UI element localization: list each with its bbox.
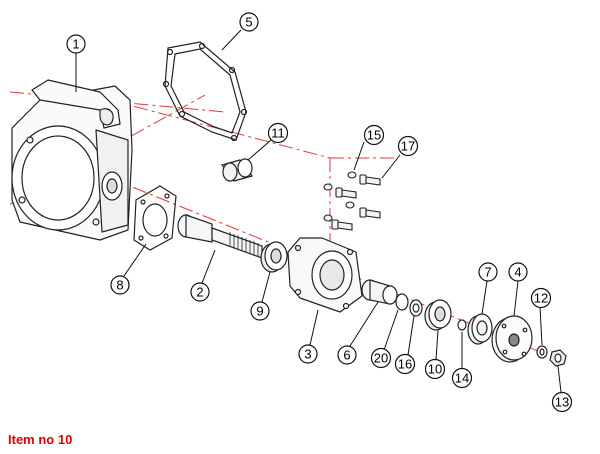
parts-20-16-spacers: [395, 293, 423, 317]
part-5-cover-gasket: [162, 41, 248, 142]
balloon-label: 20: [374, 351, 388, 366]
balloon-4: 4: [508, 262, 528, 282]
balloon-label: 1: [72, 37, 79, 52]
balloon-label: 7: [484, 265, 491, 280]
part-4-end-cap: [491, 315, 533, 363]
leader-lines: [75, 29, 562, 393]
balloon-label: 4: [514, 265, 521, 280]
balloon-label: 3: [304, 347, 311, 362]
part-10-bearing: [424, 299, 452, 331]
balloon-9: 9: [250, 301, 270, 321]
balloon-13: 13: [551, 391, 573, 413]
balloon-label: 5: [245, 15, 252, 30]
balloon-label: 2: [196, 285, 203, 300]
balloon-label: 12: [534, 291, 548, 306]
parts-12-13-washer-nut: [536, 345, 567, 367]
balloon-10: 10: [424, 358, 446, 380]
balloon-label: 16: [398, 357, 412, 372]
part-2-shaft: [177, 214, 263, 259]
balloon-7: 7: [478, 262, 498, 282]
balloon-11: 11: [267, 122, 289, 144]
item-caption: Item no 10: [8, 432, 73, 447]
balloon-20: 20: [370, 347, 392, 369]
part-1-housing: [11, 79, 133, 241]
part-9-bearing: [260, 241, 288, 273]
balloon-5: 5: [239, 12, 259, 32]
balloon-3: 3: [298, 344, 318, 364]
balloon-label: 17: [401, 139, 415, 154]
parts-15-17-bolts-washers: [323, 171, 381, 231]
balloon-label: 9: [256, 304, 263, 319]
part-8-flange-gasket: [133, 185, 177, 251]
balloon-2: 2: [190, 282, 210, 302]
part-11-bushing: [220, 158, 254, 182]
balloon-8: 8: [110, 275, 130, 295]
balloon-label: 6: [343, 348, 350, 363]
part-7-seal: [467, 313, 493, 345]
balloon-16: 16: [394, 353, 416, 375]
balloon-label: 10: [428, 362, 442, 377]
balloon-label: 15: [367, 128, 381, 143]
part-14-ring: [457, 319, 467, 331]
balloon-15: 15: [363, 124, 385, 146]
balloon-label: 14: [455, 371, 469, 386]
balloon-6: 6: [337, 345, 357, 365]
balloon-14: 14: [451, 367, 473, 389]
callout-balloons: 1 2 3 4 5 6 7 8 9 10 11 12 13 14 15 16 1…: [66, 12, 573, 413]
balloon-label: 13: [555, 395, 569, 410]
balloon-17: 17: [397, 135, 419, 157]
balloon-label: 11: [271, 126, 285, 141]
balloon-1: 1: [66, 34, 86, 54]
part-6-sleeve: [361, 279, 398, 305]
part-3-bearing-housing: [287, 237, 363, 313]
balloon-label: 8: [116, 278, 123, 293]
balloon-12: 12: [530, 287, 552, 309]
